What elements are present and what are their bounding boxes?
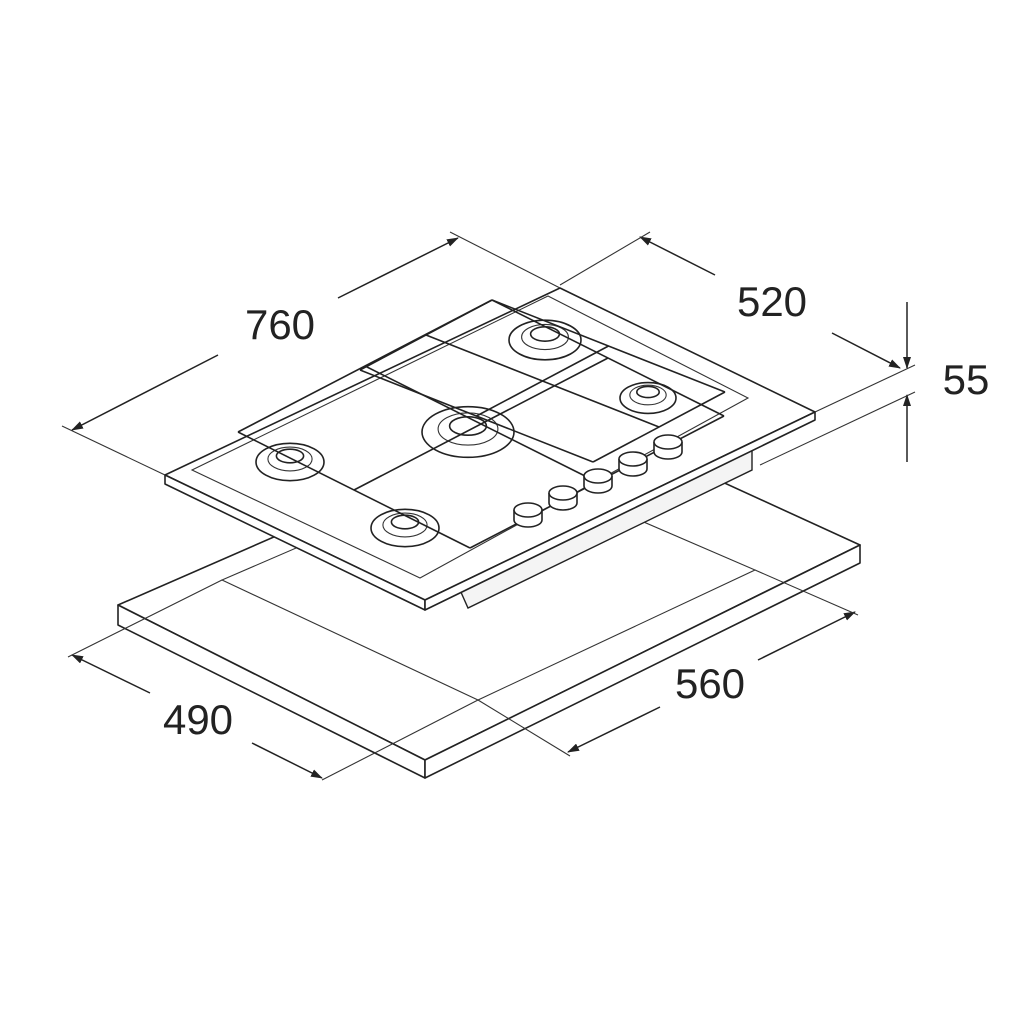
grate-bar: [237, 431, 471, 549]
grate-bar: [425, 334, 660, 428]
label-55: 55: [942, 356, 990, 403]
dimension-55: [759, 302, 916, 466]
label-490: 490: [162, 696, 234, 743]
burners: [255, 319, 677, 548]
label-560: 560: [674, 660, 746, 707]
grate-bar: [359, 369, 594, 463]
control-knob: [618, 451, 648, 477]
label-520: 520: [736, 278, 808, 325]
burner: [255, 442, 325, 482]
control-knob: [513, 502, 543, 528]
dimension-760: [61, 231, 561, 476]
pan-supports: [237, 299, 726, 549]
dimension-560: [477, 569, 859, 757]
label-760: 760: [244, 301, 316, 348]
grate-bar: [491, 299, 726, 393]
control-knob: [583, 468, 613, 494]
grate-bar: [364, 365, 598, 483]
control-knob: [548, 485, 578, 511]
dimension-520: [559, 231, 916, 413]
control-knobs: [513, 434, 683, 528]
dimension-490: [67, 579, 479, 781]
control-knob: [653, 434, 683, 460]
burner: [619, 381, 677, 415]
grate-bar: [491, 299, 725, 417]
